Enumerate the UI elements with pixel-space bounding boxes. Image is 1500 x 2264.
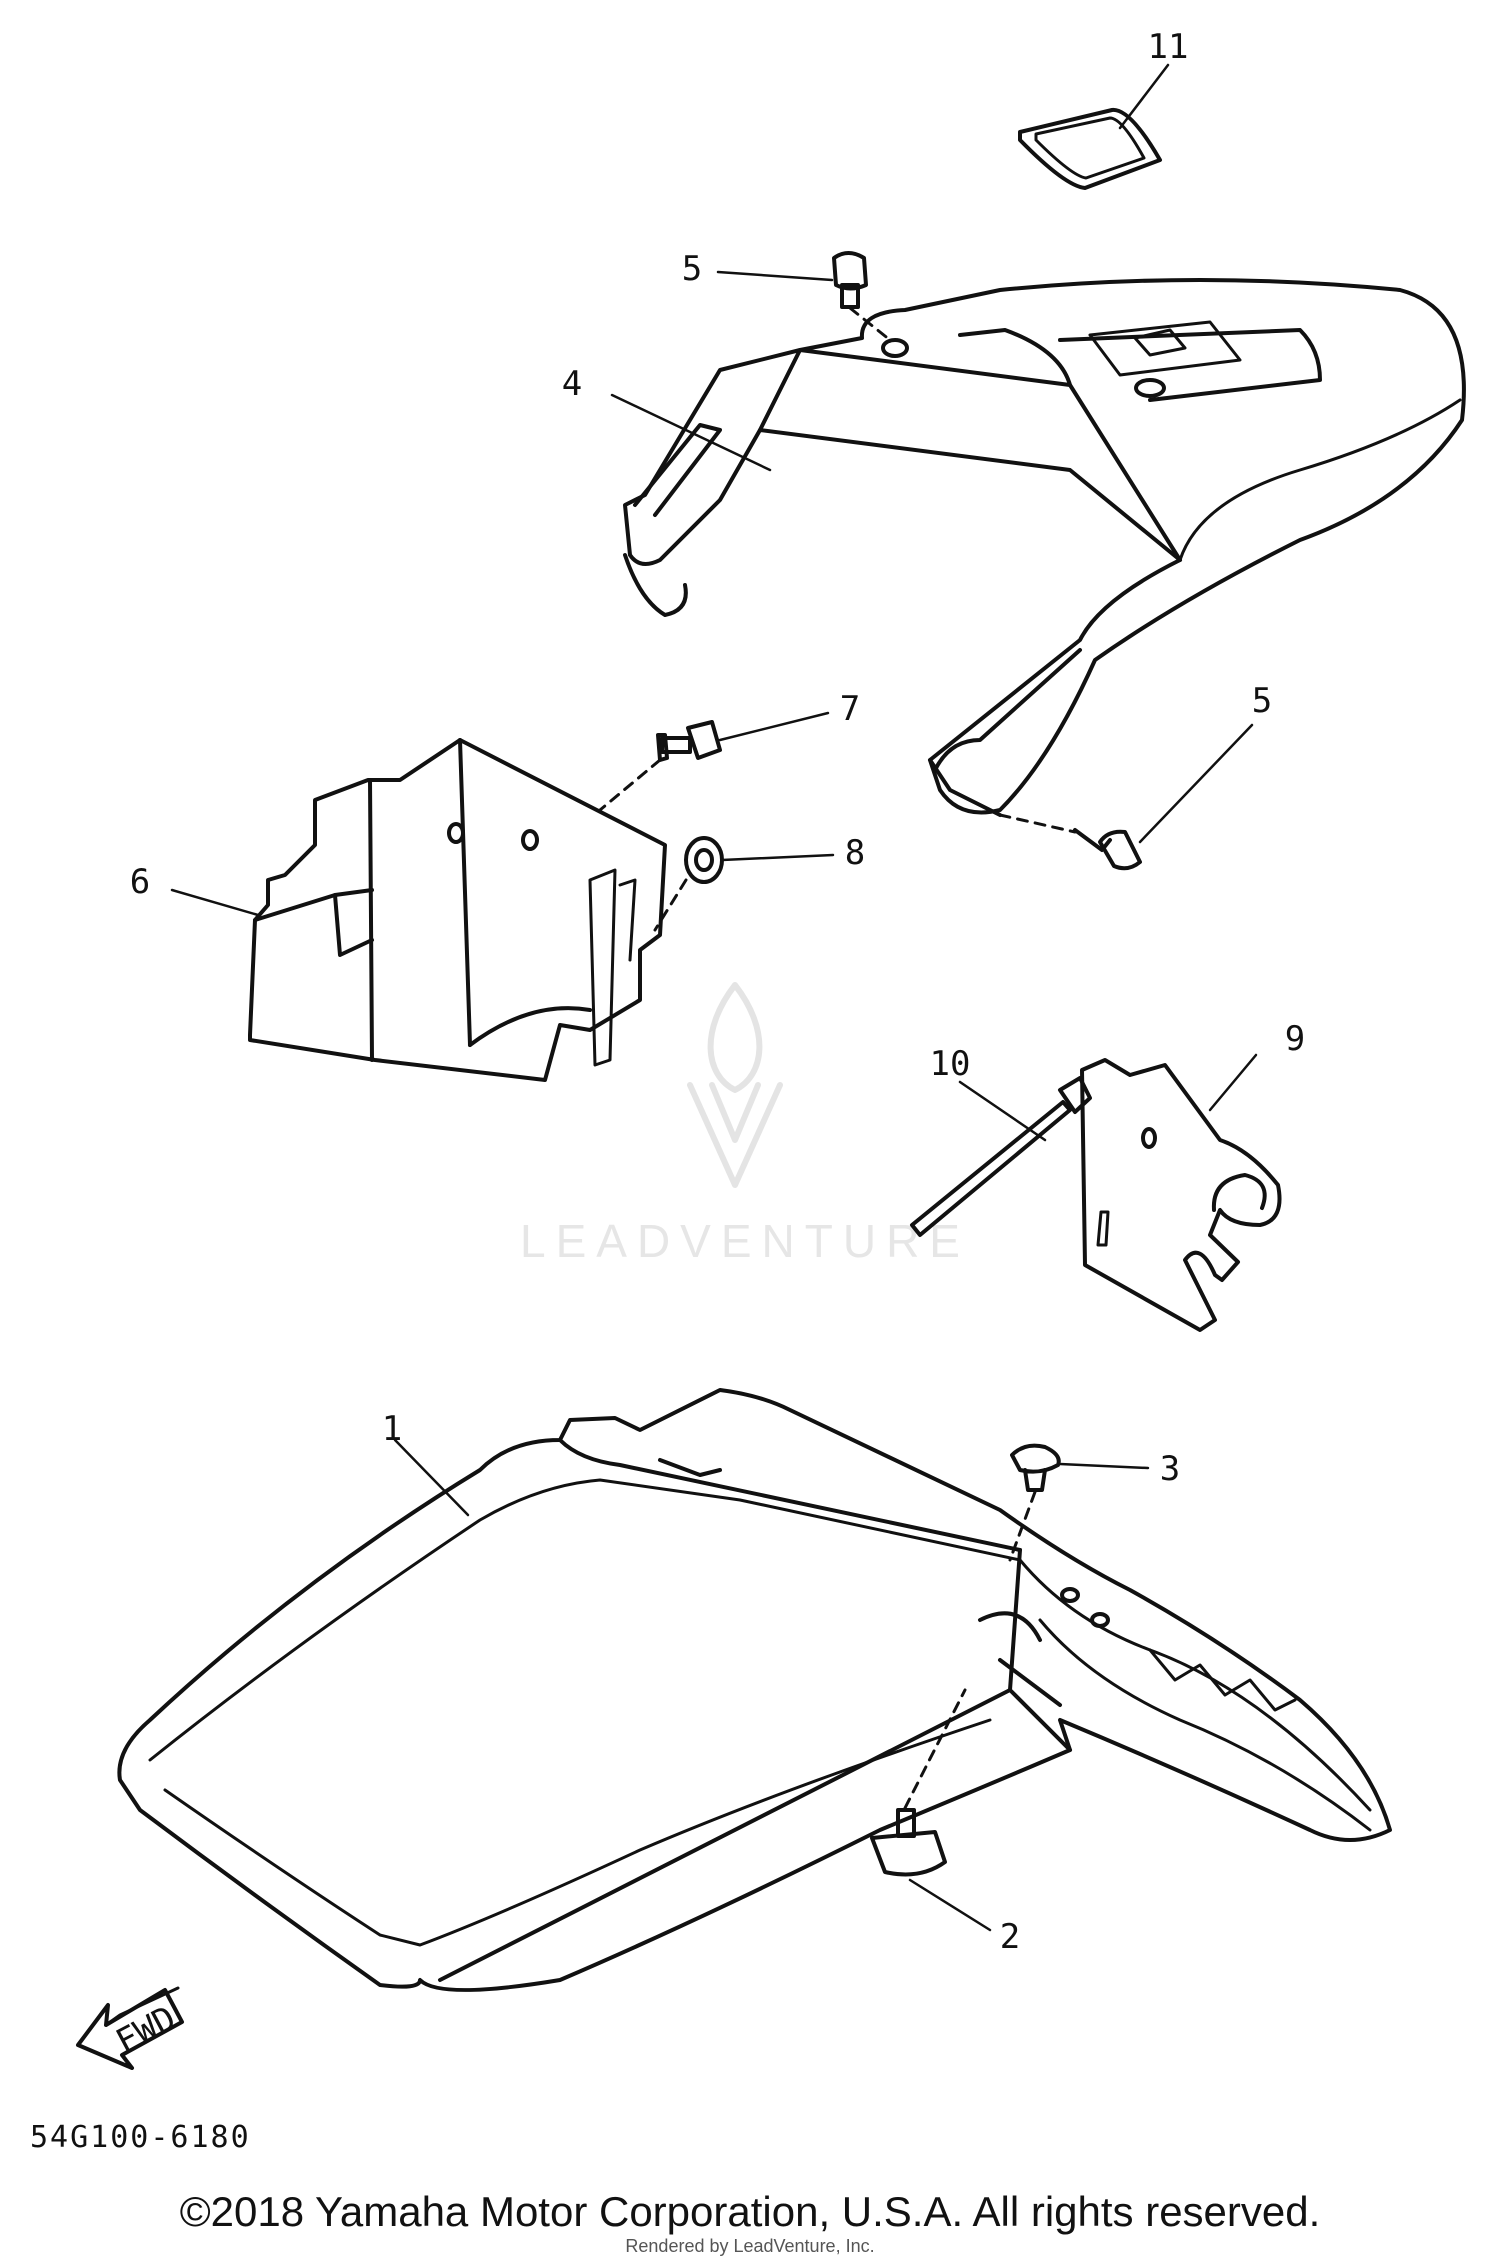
- leader-6: [170, 888, 260, 917]
- callout-4: 4: [562, 364, 582, 404]
- part-11-gasket: [1018, 107, 1162, 190]
- leader-3: [1058, 1462, 1150, 1470]
- leader-5-top: [716, 270, 834, 282]
- fwd-arrow-icon: [76, 1986, 184, 2070]
- rendered-by-note: Rendered by LeadVenture, Inc.: [625, 2236, 875, 2256]
- part-6-inner-flap: [248, 738, 667, 1082]
- part-4-rear-fender-cover: [623, 278, 1466, 817]
- leader-7: [718, 711, 830, 742]
- watermark-text: LEADVENTURE: [520, 1215, 970, 1267]
- callout-8: 8: [845, 833, 865, 873]
- callout-10: 10: [930, 1044, 971, 1084]
- part-7-screw: [598, 720, 722, 812]
- callout-7: 7: [840, 689, 860, 729]
- part-10-band: [910, 1076, 1092, 1237]
- leader-10: [958, 1080, 1047, 1142]
- callout-6: 6: [130, 862, 150, 902]
- callout-5-right: 5: [1252, 681, 1272, 721]
- part-9-bracket: [1080, 1058, 1282, 1332]
- callout-1: 1: [382, 1409, 402, 1449]
- part-5-bolt-top: [832, 251, 892, 342]
- copyright-notice: ©2018 Yamaha Motor Corporation, U.S.A. A…: [179, 2188, 1321, 2235]
- leader-4: [610, 393, 772, 472]
- part-5-bolt-right: [998, 813, 1142, 871]
- fwd-label: FWD: [110, 1998, 183, 2062]
- leader-1: [393, 1438, 470, 1517]
- leadventure-watermark: [687, 982, 783, 1188]
- callout-2: 2: [1000, 1917, 1020, 1957]
- part-3-grommet: [1008, 1443, 1061, 1562]
- callout-5-top: 5: [682, 249, 702, 289]
- leader-8: [720, 853, 835, 862]
- callout-9: 9: [1285, 1019, 1305, 1059]
- diagram-part-code: 54G100-6180: [30, 2120, 251, 2155]
- leader-9: [1208, 1053, 1258, 1112]
- leader-2: [908, 1878, 992, 1932]
- leader-11: [1118, 63, 1170, 130]
- callout-11: 11: [1148, 27, 1189, 67]
- part-2-bolt: [870, 1688, 967, 1877]
- callout-3: 3: [1160, 1449, 1180, 1489]
- leader-5-right: [1138, 723, 1254, 844]
- part-1-rear-fender: [117, 1388, 1392, 1992]
